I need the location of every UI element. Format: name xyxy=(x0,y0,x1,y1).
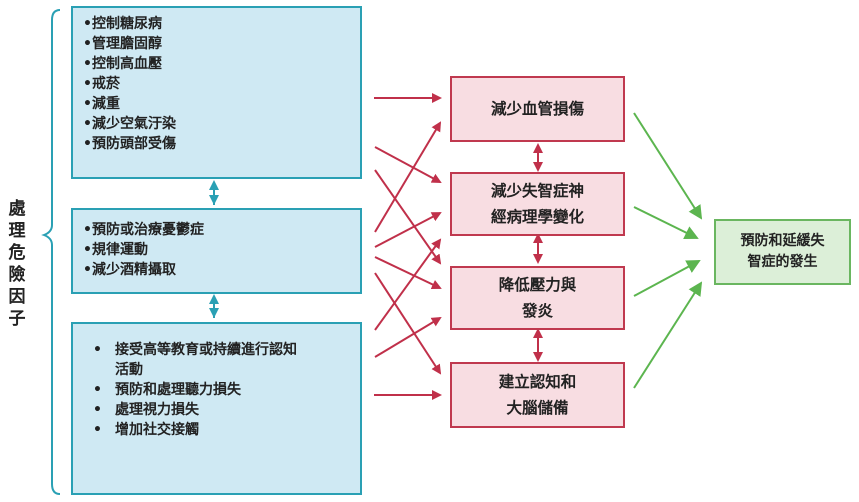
risk-item: •增加社交接觸 xyxy=(93,422,199,438)
red-arrow xyxy=(374,146,442,183)
risk-item: •控制高血壓 xyxy=(83,56,162,72)
red-arrow xyxy=(374,121,442,233)
risk-group-3: •接受高等教育或持續進行認知 活動 •預防和處理聽力損失 •處理視力損失 •增加… xyxy=(71,322,362,495)
green-arrow xyxy=(633,281,703,389)
risk-item: •戒菸 xyxy=(83,76,120,92)
risk-item: •減少空氣汙染 xyxy=(83,116,176,132)
red-arrow xyxy=(374,169,442,265)
green-arrow xyxy=(633,260,701,297)
green-arrow xyxy=(633,206,699,239)
green-arrow xyxy=(633,112,703,220)
risk-item: •減重 xyxy=(83,96,120,112)
red-arrow xyxy=(374,272,442,375)
mechanism-box-stress: 降低壓力與發炎 xyxy=(450,266,625,330)
mechanism-box-neuropathology: 減少失智症神經病理學變化 xyxy=(450,172,625,236)
risk-item-continuation: 活動 xyxy=(115,362,143,378)
outcome-box: 預防和延緩失智症的發生 xyxy=(714,219,851,285)
red-arrow xyxy=(374,256,442,290)
mechanism-box-vascular: 減少血管損傷 xyxy=(450,76,625,142)
risk-item: •規律運動 xyxy=(83,242,148,258)
risk-item: •預防或治療憂鬱症 xyxy=(83,222,204,238)
risk-item: •處理視力損失 xyxy=(93,402,199,418)
risk-item: •控制糖尿病 xyxy=(83,16,162,32)
red-arrow xyxy=(374,212,442,248)
risk-group-2: •預防或治療憂鬱症 •規律運動 •減少酒精攝取 xyxy=(71,208,362,294)
side-label: 處理危險因子 xyxy=(8,199,26,329)
risk-item: •管理膽固醇 xyxy=(83,36,162,52)
risk-item: •預防頭部受傷 xyxy=(83,136,176,152)
grouping-brace xyxy=(41,9,61,495)
risk-group-1: •控制糖尿病 •管理膽固醇 •控制高血壓 •戒菸 •減重 •減少空氣汙染 •預防… xyxy=(71,6,362,179)
red-arrow xyxy=(374,238,442,331)
risk-item: •減少酒精攝取 xyxy=(83,262,176,278)
mechanism-box-reserve: 建立認知和大腦儲備 xyxy=(450,362,625,428)
risk-item: •接受高等教育或持續進行認知 xyxy=(93,342,297,358)
red-arrow xyxy=(374,316,442,358)
risk-item: •預防和處理聽力損失 xyxy=(93,382,241,398)
